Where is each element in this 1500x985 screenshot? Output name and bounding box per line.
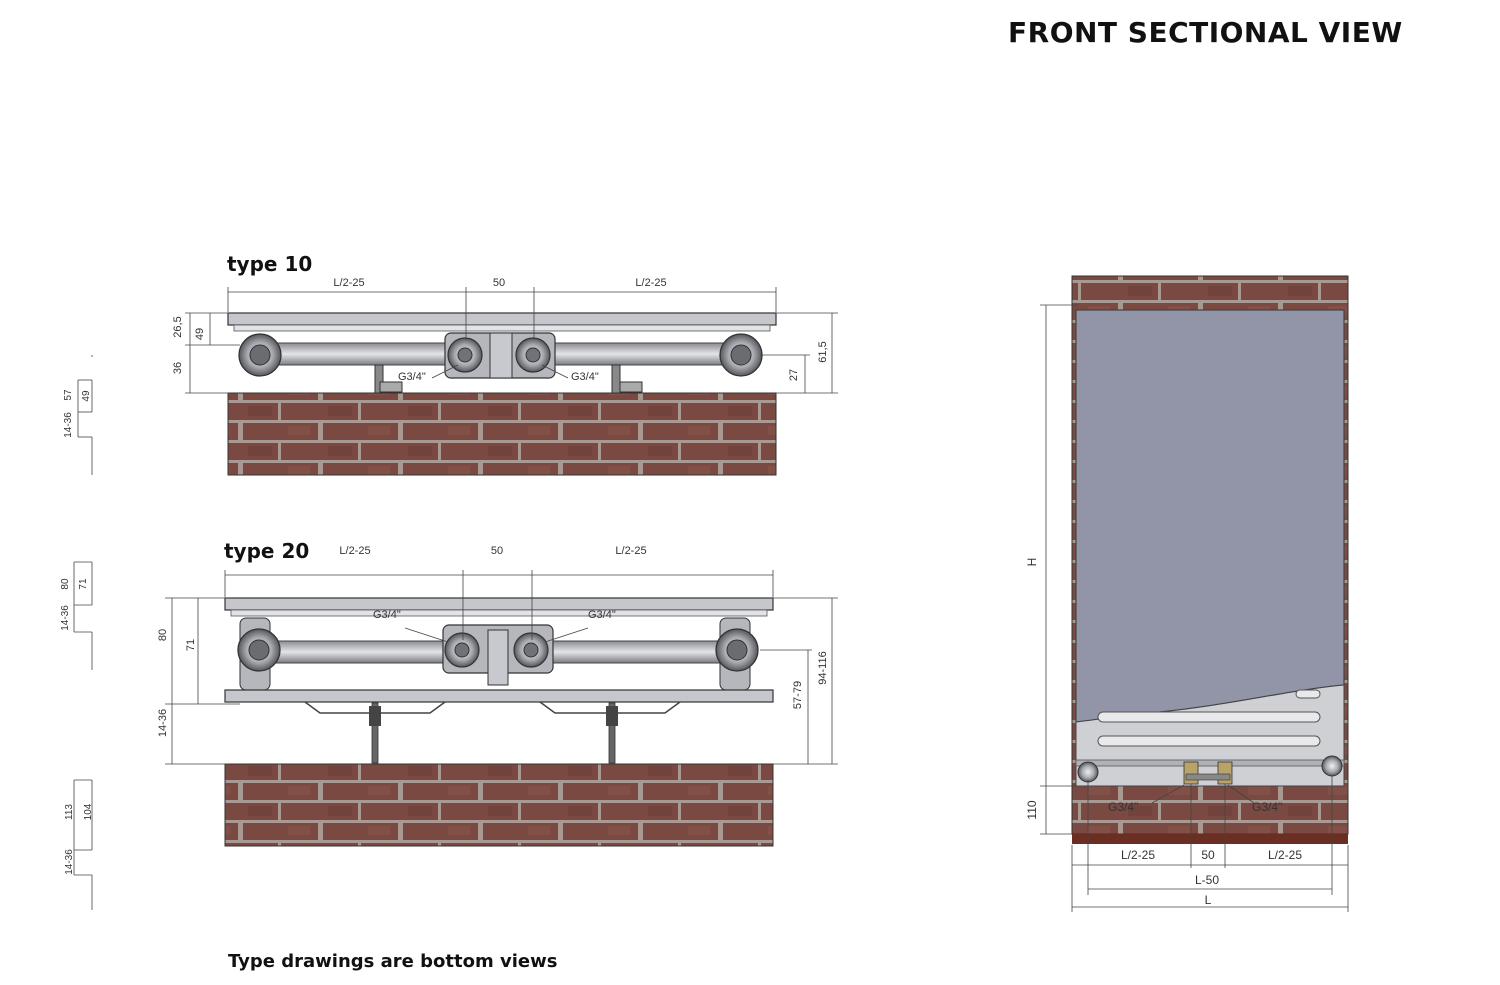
type20-title: type 20 [224, 539, 310, 563]
type10-dim-top-2: 50 [493, 277, 505, 289]
front-height-label: H [1025, 558, 1039, 567]
front-dim-bottom-2: 50 [1201, 848, 1215, 862]
type10-dim-left-1: 26,5 [172, 316, 184, 337]
page-title: FRONT SECTIONAL VIEW [1008, 16, 1403, 49]
type10-title: type 10 [227, 252, 313, 276]
footnote: Type drawings are bottom views [228, 951, 558, 972]
type10-dim-right-1: 61,5 [817, 341, 829, 362]
type20-connection-right: G3/4" [588, 609, 616, 621]
front-bottom-dim: 110 [1025, 800, 1039, 819]
front-dim-l: L [1205, 893, 1212, 907]
type10-dim-top-1: L/2-25 [333, 277, 364, 289]
type10-side-dim-3: 14-36 [63, 412, 74, 438]
type10-dim-left-2: 49 [194, 328, 206, 340]
type20-dim-left-3: 14-36 [157, 709, 169, 737]
type10-drawing: L/2-25 50 L/2-25 26,5 49 36 61,5 27 G3/4… [172, 277, 838, 476]
front-connection-left: G3/4" [1108, 800, 1138, 814]
front-dim-bottom-3: L/2-25 [1268, 848, 1302, 862]
front-sectional-view: H 110 G3/4" G3/4" L/2-25 50 L/2-25 L-50 … [1025, 275, 1349, 912]
type10-connection-right: G3/4" [571, 371, 599, 383]
type20-side-dim-6: 14-36 [64, 849, 75, 875]
type10-dim-left-3: 36 [172, 362, 184, 374]
type20-side-dim-3: 14-36 [60, 605, 71, 631]
front-dim-l50: L-50 [1195, 873, 1219, 887]
type10-dim-top-3: L/2-25 [635, 277, 666, 289]
type20-dim-right-1: 57-79 [792, 681, 804, 709]
type10-side-schematic: 57 49 14-36 [63, 355, 93, 475]
type20-dim-right-2: 94-116 [817, 651, 829, 684]
type20-side-dim-4: 113 [64, 804, 75, 820]
type20-connection-left: G3/4" [373, 609, 401, 621]
type20-dim-top-3: L/2-25 [615, 545, 646, 557]
type20-dim-top-2: 50 [491, 545, 503, 557]
front-dim-bottom-1: L/2-25 [1121, 848, 1155, 862]
type20-side-schematic: 80 71 14-36 113 104 14-36 [60, 561, 94, 910]
type10-dim-right-2: 27 [788, 369, 800, 381]
type20-side-dim-1: 80 [60, 578, 71, 590]
type10-connection-left: G3/4" [398, 371, 426, 383]
front-connection-right: G3/4" [1252, 800, 1282, 814]
type10-side-dim-2: 49 [81, 390, 92, 402]
type20-drawing: L/2-25 50 L/2-25 80 71 14-36 57-79 94-11… [157, 545, 838, 847]
type20-dim-top-1: L/2-25 [339, 545, 370, 557]
type10-side-dim-1: 57 [63, 389, 74, 401]
type20-side-dim-5: 104 [83, 803, 94, 820]
type20-side-dim-2: 71 [78, 578, 89, 590]
type20-dim-left-2: 71 [185, 639, 197, 651]
type20-dim-left-1: 80 [157, 629, 169, 641]
